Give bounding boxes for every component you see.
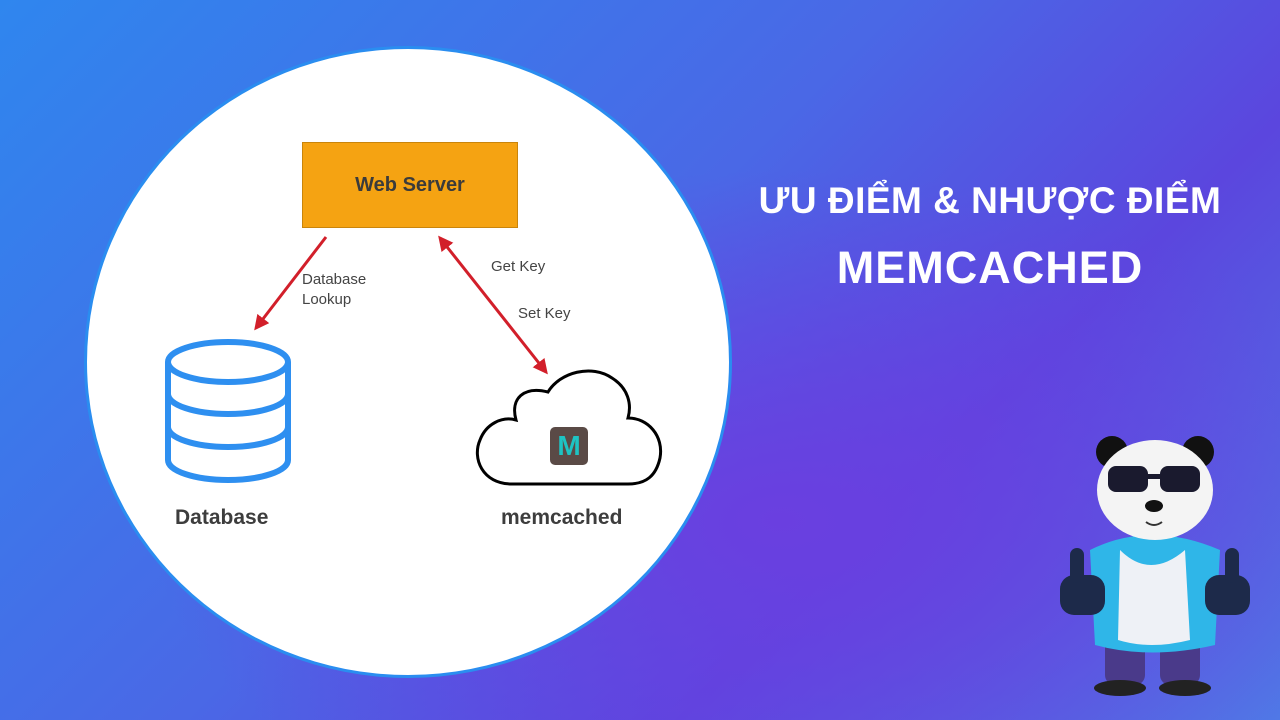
web-server-node: Web Server bbox=[302, 142, 518, 228]
heading-line-2: MEMCACHED bbox=[836, 242, 1144, 293]
arrow-database-lookup bbox=[254, 236, 328, 331]
edge-label-set-key: Set Key bbox=[518, 305, 571, 322]
heading-line-1: ƯU ĐIỂM & NHƯỢC ĐIỂM bbox=[758, 180, 1222, 221]
web-server-label: Web Server bbox=[355, 173, 465, 196]
edge-label-get-key: Get Key bbox=[491, 258, 546, 275]
database-icon bbox=[165, 339, 291, 483]
database-label: Database bbox=[175, 506, 269, 529]
memcached-label: memcached bbox=[501, 506, 623, 529]
memcached-logo-icon: M bbox=[550, 427, 588, 465]
memcached-badge-letter: M bbox=[557, 430, 581, 461]
panda-mascot-illustration bbox=[1060, 436, 1250, 696]
arrow-get-set-key bbox=[438, 235, 548, 375]
edge-label-database-lookup: Database Lookup bbox=[302, 271, 367, 308]
